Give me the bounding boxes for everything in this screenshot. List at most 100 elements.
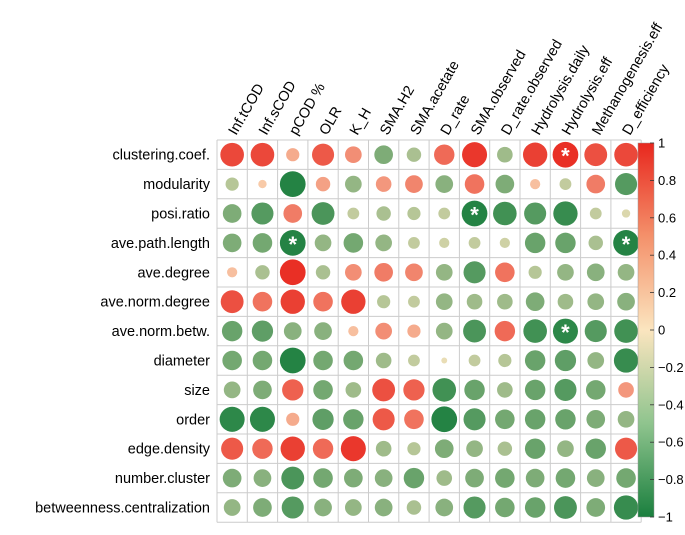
correlation-circle (495, 262, 515, 283)
correlation-circle (613, 495, 639, 520)
correlation-circle (524, 350, 546, 371)
correlation-circle (252, 233, 273, 253)
correlation-circle (375, 176, 392, 192)
correlation-circle (222, 233, 242, 253)
correlation-circle (465, 468, 484, 488)
correlation-circle (497, 146, 513, 163)
correlation-circle (407, 206, 421, 221)
colorbar-tick-label: 0.8 (658, 173, 676, 188)
correlation-circle (523, 319, 547, 343)
correlation-circle (530, 178, 541, 190)
colorbar-tick-label: −1 (658, 510, 673, 525)
correlation-circle (614, 142, 638, 167)
correlation-circle (225, 177, 239, 191)
correlation-circle (463, 261, 486, 284)
row-label: ave.degree (137, 265, 210, 281)
correlation-circle (464, 379, 485, 401)
correlation-circle (372, 378, 396, 402)
correlation-circle (407, 442, 421, 456)
correlation-circle (313, 468, 333, 488)
correlation-circle (524, 409, 546, 430)
significance-star: * (470, 203, 479, 228)
correlation-circle (343, 233, 364, 253)
correlation-circle (434, 144, 455, 165)
correlation-circle (345, 263, 362, 281)
correlation-circle (348, 325, 359, 337)
correlation-circle (343, 409, 364, 430)
correlation-circle (406, 500, 422, 515)
correlation-circle (251, 320, 274, 342)
correlation-circle (404, 409, 424, 430)
correlation-circle (280, 436, 305, 461)
correlation-circle (613, 348, 639, 373)
correlation-circle (252, 438, 273, 459)
correlation-circle (435, 175, 454, 193)
correlation-circle (466, 440, 483, 458)
correlation-circle (464, 174, 485, 194)
correlation-circle (586, 174, 606, 194)
correlation-circle (255, 265, 270, 280)
correlation-circle (552, 141, 579, 168)
correlation-circle (621, 209, 631, 218)
correlation-circle (616, 468, 636, 488)
correlation-circle (552, 318, 578, 344)
row-labels: clustering.coef.modularityposi.ratioave.… (35, 148, 211, 517)
correlation-circle (586, 498, 606, 517)
correlation-circle (584, 320, 607, 343)
correlation-circle (222, 350, 242, 371)
correlation-circle (468, 354, 481, 367)
correlation-circle (227, 267, 238, 278)
correlation-circles (219, 141, 639, 520)
correlation-circle (588, 235, 603, 251)
correlation-circle (221, 437, 244, 460)
correlation-circle (315, 176, 331, 192)
correlation-circle (313, 291, 333, 312)
correlation-circle (463, 496, 486, 519)
correlation-circle (253, 469, 272, 487)
correlation-circle (615, 173, 638, 196)
correlation-circle (525, 292, 545, 312)
colorbar-tick-label: −0.8 (658, 472, 684, 487)
row-label: size (184, 383, 210, 399)
correlation-circle (524, 232, 546, 254)
correlation-circle (403, 467, 425, 489)
significance-star: * (561, 320, 570, 345)
colorbar-tick-label: 0 (658, 323, 665, 338)
correlation-circle (586, 263, 605, 282)
correlation-circle (617, 263, 635, 281)
correlation-circle (347, 207, 360, 220)
correlation-circle (403, 379, 425, 401)
correlation-circle (434, 439, 454, 459)
correlation-circle (554, 378, 577, 401)
correlation-circle (618, 382, 634, 398)
correlation-circle (613, 230, 639, 256)
correlation-circle (313, 380, 333, 400)
correlation-circle (280, 289, 305, 314)
correlation-circle (432, 378, 457, 402)
correlation-circle (408, 295, 420, 308)
correlation-circle (497, 382, 513, 398)
column-label: OLR (317, 104, 346, 138)
correlation-circle (462, 142, 488, 168)
correlation-circle (495, 468, 515, 488)
correlation-circle (345, 382, 362, 398)
correlation-circle (586, 409, 606, 429)
correlation-circle (463, 319, 486, 343)
correlation-circle (311, 202, 335, 225)
correlation-circle (554, 496, 577, 519)
correlation-circle (435, 498, 454, 517)
correlation-circle (222, 468, 242, 488)
correlation-circle (522, 142, 548, 167)
correlation-circle (341, 289, 366, 314)
correlation-circle (463, 408, 486, 431)
correlation-circle (345, 146, 362, 164)
correlation-circle (587, 352, 605, 369)
correlation-circle (614, 319, 638, 343)
correlation-circle (498, 353, 512, 368)
correlation-circle (314, 322, 332, 340)
correlation-circle (431, 406, 458, 433)
correlation-circle (375, 352, 392, 369)
correlation-circle (344, 468, 363, 488)
correlation-circle (283, 204, 303, 223)
